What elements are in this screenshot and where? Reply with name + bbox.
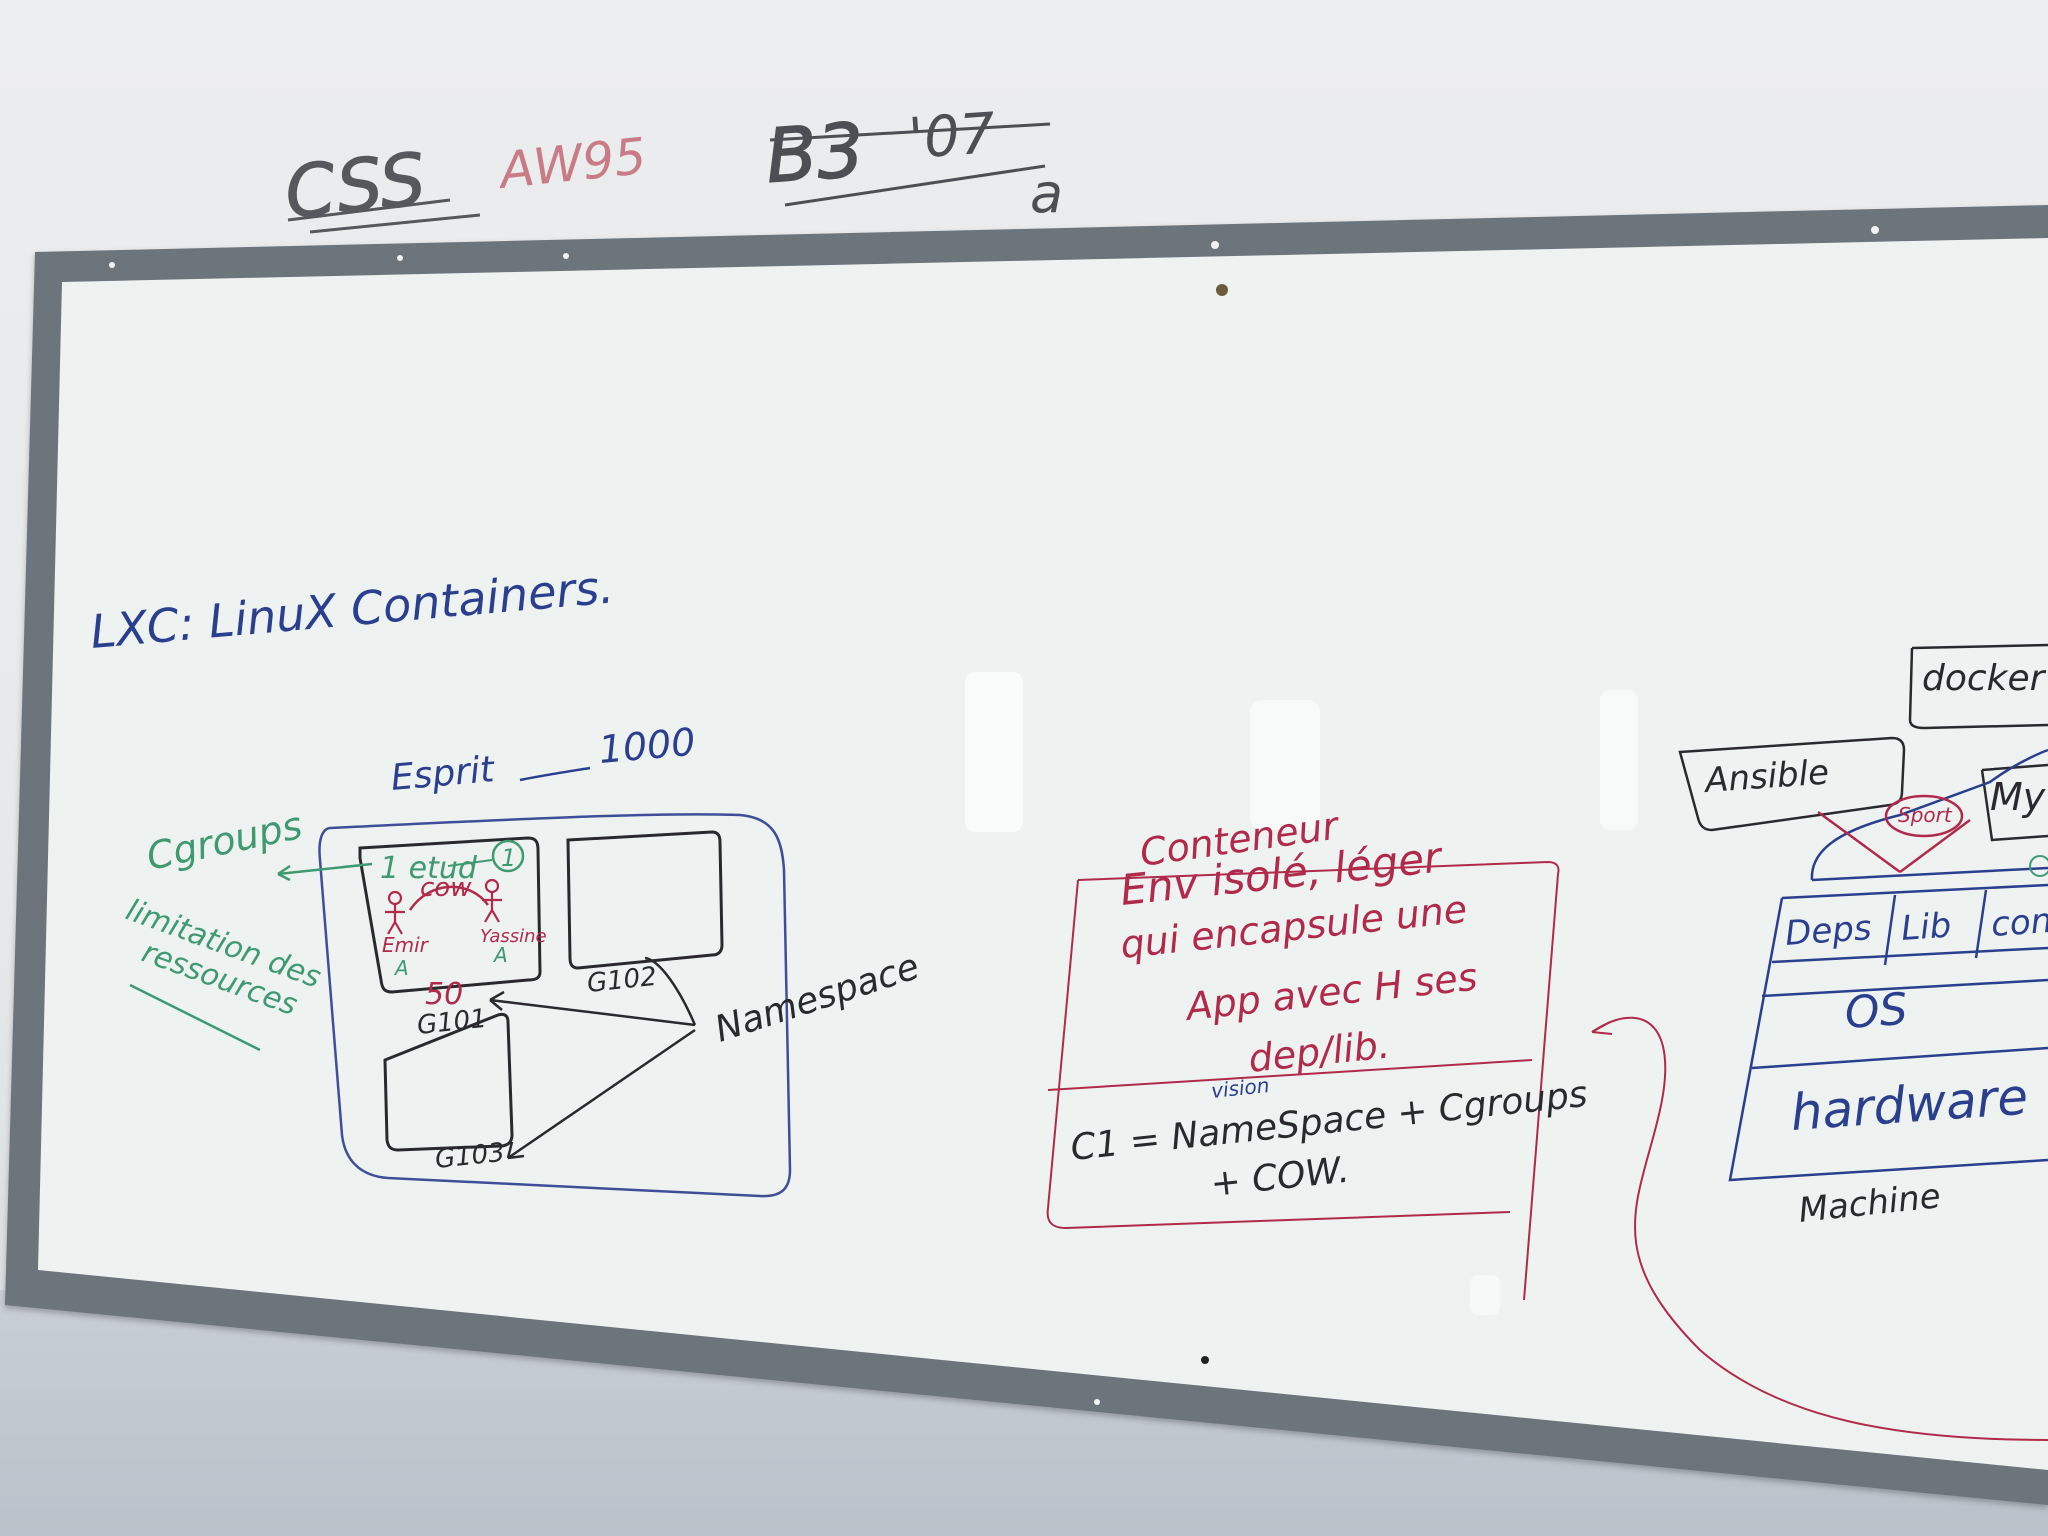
wall-scribbles: CSS AW95 B3 '07 a <box>280 101 1063 235</box>
person-left-icon <box>385 890 405 935</box>
stack-deps-line <box>1771 946 2048 964</box>
room-g101-label: G101 <box>416 1004 489 1041</box>
my-box <box>1980 763 2048 842</box>
green-circle-icon <box>2029 855 2048 877</box>
sport-ellipse <box>1884 794 1964 838</box>
person-right-letter: A <box>492 943 508 967</box>
curve-arrow-head <box>1591 1021 1613 1035</box>
curve-arrow <box>1591 1016 2048 1441</box>
wall-scribble-strike-2 <box>769 122 1051 142</box>
namespace-arrow-g101 <box>489 998 696 1027</box>
board-glare <box>965 672 1638 1315</box>
deps-label: Deps <box>1784 908 1873 954</box>
namespace-arrow-g103 <box>507 1028 696 1160</box>
wall-scribble-underline <box>309 213 481 234</box>
wall-scribble-a: a <box>1030 162 1063 225</box>
whiteboard-frame <box>5 205 2048 1505</box>
wall-scribble-aw95: AW95 <box>494 127 649 200</box>
person-left-letter: A <box>393 956 409 980</box>
docker-blue-base <box>1811 866 2048 882</box>
cow-arc <box>408 885 490 911</box>
stack-top-line <box>1781 883 2048 900</box>
conf-label: conf <box>1990 900 2048 945</box>
cgroups-arrow <box>277 862 373 876</box>
room-count: 50 <box>425 977 463 1012</box>
conteneur-divider <box>1047 1059 1533 1091</box>
etud-circle <box>491 839 525 873</box>
namespace-arrow-g102 <box>644 956 697 1026</box>
room-g102-label: G102 <box>586 962 659 999</box>
cgroups-arrow-head <box>277 864 291 882</box>
etud-circled-number: 1 <box>501 844 516 872</box>
room-g101-box <box>358 836 542 994</box>
person-right-name: Yassine <box>480 926 547 947</box>
lib-label: Lib <box>1900 906 1953 949</box>
namespace-arrow-g103-head <box>506 1141 525 1160</box>
room-g103-label: G103 <box>434 1138 507 1175</box>
esprit-count: 1000 <box>597 720 697 772</box>
docker-blue-outline <box>1810 748 2048 881</box>
esprit-container <box>318 813 792 1198</box>
stack-col-line2 <box>1974 889 1988 959</box>
esprit-label: Esprit <box>389 749 497 799</box>
room-g103-box <box>383 1012 514 1152</box>
wall-scribble-underline-2 <box>784 164 1046 207</box>
frame-screws <box>109 226 1879 1405</box>
wall-scribble-07: '07 <box>906 101 997 172</box>
person-right-icon <box>482 878 502 923</box>
stack-row-line <box>1761 978 2048 998</box>
stack-outline <box>1728 897 2048 1182</box>
limitation-underline <box>129 983 261 1052</box>
etud-label: 1 etud <box>380 851 478 886</box>
docker-label: docker <box>1922 658 2047 699</box>
sport-label: Sport <box>1898 803 1953 827</box>
etud-arrow <box>447 859 493 867</box>
namespace-arrow-g101-head <box>489 990 505 1011</box>
conteneur-box <box>1046 860 1560 1301</box>
wall-scribble-strike <box>287 198 451 222</box>
os-label: OS <box>1843 984 1909 1039</box>
sport-cross <box>1817 810 1971 874</box>
person-left-name: Emir <box>382 933 430 957</box>
my-label: My <box>1990 775 2046 819</box>
esprit-arrow <box>519 766 591 782</box>
stack-os-line <box>1751 1046 2048 1070</box>
stack-col-line1 <box>1883 894 1897 966</box>
docker-box <box>1908 643 2048 730</box>
wall-scribble-b3: B3 <box>763 107 867 200</box>
room-g102-box <box>566 830 724 970</box>
ansible-label: Ansible <box>1702 752 1830 801</box>
wall-scribble-css: CSS <box>281 137 429 235</box>
